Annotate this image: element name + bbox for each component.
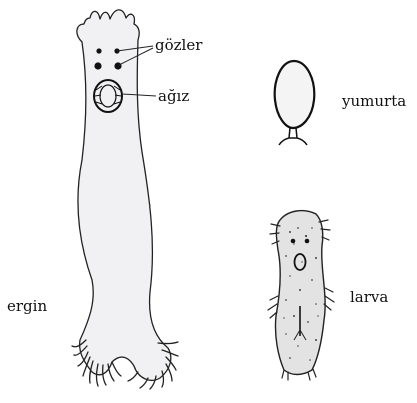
larva-body [275, 211, 325, 375]
mouth-label: ağız [158, 89, 189, 104]
larva [268, 211, 334, 380]
egg-label: yumurta [342, 94, 406, 109]
egg-shell [275, 61, 315, 128]
adult-body [77, 10, 171, 380]
eye-spot [114, 62, 121, 69]
adult-organism [72, 10, 178, 389]
egg [275, 61, 315, 145]
eye-spot [94, 62, 101, 69]
larva-eye-spot [305, 239, 310, 244]
larva-eye-spot [291, 239, 296, 244]
egg-stalk [279, 128, 307, 145]
eyes-label: gözler [155, 38, 202, 53]
adult-label: ergin [7, 299, 47, 314]
larva-label: larva [350, 290, 388, 305]
eye-spot [96, 48, 101, 53]
